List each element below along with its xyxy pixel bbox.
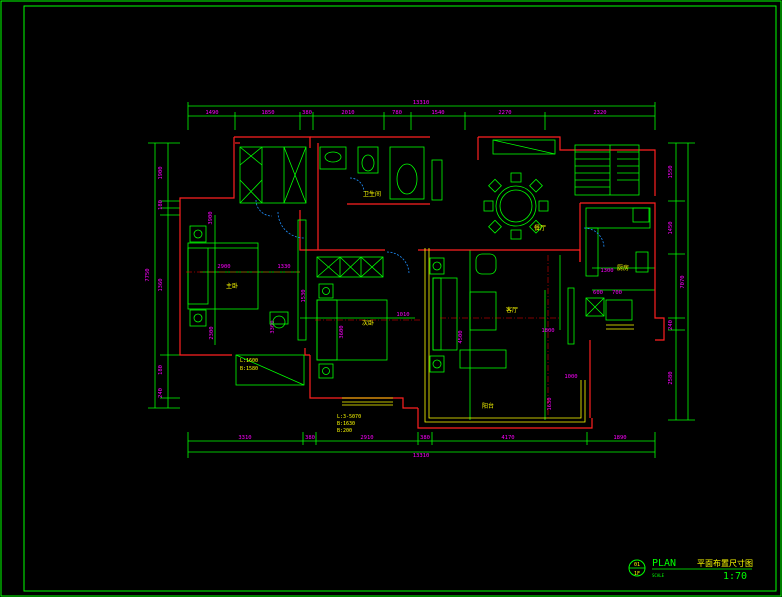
dim-inner-4: 1010 bbox=[396, 312, 409, 318]
dim-top-7: 2270 bbox=[498, 110, 511, 116]
title-scale: 1:70 bbox=[723, 571, 747, 582]
title-scale-label: SCALE bbox=[652, 573, 665, 578]
furniture bbox=[187, 139, 651, 386]
dim-inner-3: 2900 bbox=[217, 264, 230, 270]
note-2: B:1580 bbox=[240, 366, 258, 372]
dimension-lines bbox=[148, 102, 695, 458]
dimension-text: 13310 1490 1850 380 2010 780 1540 2270 2… bbox=[145, 100, 686, 459]
title-sub: 1F bbox=[634, 571, 640, 577]
label-master-bedroom: 主卧 bbox=[226, 282, 238, 290]
room-labels: 卫生间 主卧 次卧 餐厅 客厅 阳台 厨房 bbox=[226, 190, 629, 410]
dim-left-5: 240 bbox=[158, 388, 164, 398]
dim-inner-2: 1330 bbox=[277, 264, 290, 270]
dim-top-3: 380 bbox=[302, 110, 312, 116]
dim-right-4: 2580 bbox=[668, 371, 674, 384]
dim-top-1: 1490 bbox=[205, 110, 218, 116]
dim-inner-1: 3900 bbox=[208, 211, 214, 224]
axis-lines bbox=[186, 255, 560, 420]
dim-top-5: 780 bbox=[392, 110, 402, 116]
balcony-railing bbox=[342, 248, 634, 423]
dim-left-2: 180 bbox=[158, 200, 164, 210]
dim-inner-6: 3300 bbox=[270, 320, 276, 333]
dim-inner-13: 1530 bbox=[301, 289, 307, 302]
label-balcony: 阳台 bbox=[482, 402, 494, 410]
dim-bottom-4: 380 bbox=[420, 435, 430, 441]
door-swings bbox=[255, 177, 605, 275]
dim-right-total: 7070 bbox=[680, 275, 686, 288]
title-name: 平面布置尺寸图 bbox=[697, 558, 753, 568]
dim-bottom-6: 1890 bbox=[613, 435, 626, 441]
note-5: B:200 bbox=[337, 428, 352, 434]
dim-bottom-3: 2910 bbox=[360, 435, 373, 441]
label-kitchen: 厨房 bbox=[617, 264, 629, 272]
dim-bottom-1: 3310 bbox=[238, 435, 251, 441]
dim-inner-5: 3600 bbox=[339, 325, 345, 338]
dim-bottom-2: 380 bbox=[305, 435, 315, 441]
dim-top-2: 1850 bbox=[261, 110, 274, 116]
dim-right-3: 240 bbox=[668, 320, 674, 330]
dim-left-1: 1900 bbox=[158, 166, 164, 179]
title-number: 01 bbox=[634, 562, 640, 568]
window-notes: L:1600 B:1580 L:3-5070 B:1630 B:200 bbox=[240, 358, 361, 434]
dim-top-6: 1540 bbox=[431, 110, 444, 116]
dim-inner-12: 700 bbox=[612, 290, 622, 296]
dim-left-4: 180 bbox=[158, 365, 164, 375]
note-1: L:1600 bbox=[240, 358, 258, 364]
walls bbox=[179, 136, 665, 429]
dim-top-8: 2320 bbox=[593, 110, 606, 116]
inner-frame bbox=[23, 5, 777, 592]
title-block: 01 1F PLAN 平面布置尺寸图 SCALE 1:70 bbox=[628, 558, 753, 582]
dim-right-1: 1550 bbox=[668, 165, 674, 178]
dim-overall-top: 13310 bbox=[413, 100, 430, 106]
note-4: B:1630 bbox=[337, 421, 355, 427]
dim-left-total: 7750 bbox=[145, 268, 151, 281]
dim-left-3: 1360 bbox=[158, 278, 164, 291]
dim-inner-11: 600 bbox=[593, 290, 603, 296]
dim-inner-8: 4500 bbox=[458, 330, 464, 343]
dim-top-4: 2010 bbox=[341, 110, 354, 116]
dim-inner-15: 2300 bbox=[209, 326, 215, 339]
title-plan: PLAN bbox=[652, 558, 676, 569]
label-living: 客厅 bbox=[506, 306, 518, 314]
dim-inner-9: 1800 bbox=[541, 328, 554, 334]
dim-overall-bottom: 13310 bbox=[413, 453, 430, 459]
dim-inner-10: 1630 bbox=[547, 397, 553, 410]
label-bathroom: 卫生间 bbox=[363, 190, 381, 198]
label-dining: 餐厅 bbox=[534, 224, 546, 232]
dim-bottom-5: 4170 bbox=[501, 435, 514, 441]
dim-inner-14: 1000 bbox=[564, 374, 577, 380]
note-3: L:3-5070 bbox=[337, 414, 361, 420]
dim-inner-7: 1300 bbox=[600, 268, 613, 274]
label-second-bedroom: 次卧 bbox=[362, 319, 374, 327]
dim-right-2: 1450 bbox=[668, 221, 674, 234]
